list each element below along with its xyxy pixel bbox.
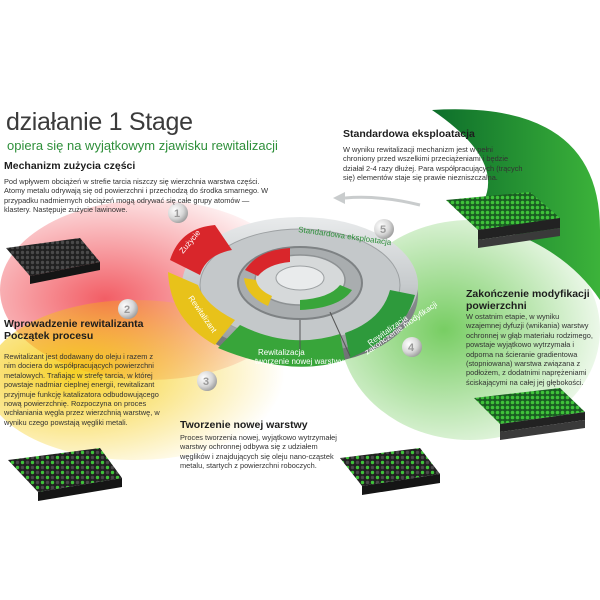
segment-green-right <box>345 290 415 358</box>
section-1-text: Pod wpływem obciążeń w strefie tarcia ni… <box>4 177 269 215</box>
section-4-heading: Zakończenie modyfikacji powierzchni <box>466 288 590 312</box>
step-ball-5: 5 <box>374 219 394 239</box>
step-ball-4: 4 <box>402 337 422 357</box>
page-title: działanie 1 Stage <box>6 108 193 136</box>
grey-return-arrow <box>344 195 421 207</box>
section-2-text: Rewitalizant jest dodawany do oleju i ra… <box>4 352 160 427</box>
surface-sample-worn <box>6 238 100 284</box>
page-subtitle: opiera się na wyjątkowym zjawisku rewita… <box>7 138 278 153</box>
surface-sample-revitalizant <box>8 448 122 501</box>
segment-green-bottom <box>218 325 345 367</box>
section-3-text: Proces tworzenia nowej, wyjątkowo wytrzy… <box>180 433 337 471</box>
surface-sample-new-layer <box>340 448 440 495</box>
segment-yellow <box>168 272 235 345</box>
svg-text:2: 2 <box>124 304 130 316</box>
segment-red <box>170 225 232 275</box>
ring-label-rewitalizacja-sub: tworzenie nowej warstwy <box>255 357 343 366</box>
step-ball-2: 2 <box>118 299 138 319</box>
svg-text:4: 4 <box>408 342 415 354</box>
section-1-heading: Mechanizm zużycia części <box>4 160 136 172</box>
section-3-heading: Tworzenie nowej warstwy <box>180 419 308 431</box>
inner-yellow-arc <box>244 278 272 306</box>
section-2-heading: Wprowadzenie rewitalizanta Początek proc… <box>4 318 144 342</box>
inner-red-arc <box>245 248 290 276</box>
step-ball-1: 1 <box>168 203 188 223</box>
step-ball-3: 3 <box>197 371 217 391</box>
ring-label-rewitalizacja: Rewitalizacja <box>258 348 305 357</box>
svg-text:3: 3 <box>203 376 209 388</box>
section-5-heading: Standardowa eksploatacja <box>343 128 475 140</box>
inner-green-arc <box>300 285 352 310</box>
surface-sample-modified <box>474 388 585 440</box>
svg-text:5: 5 <box>380 224 386 236</box>
section-4-text: W ostatnim etapie, w wyniku wzajemnej dy… <box>466 312 593 387</box>
section-5-text: W wyniku rewitalizacji mechanizm jest w … <box>343 145 523 183</box>
svg-text:1: 1 <box>174 208 180 220</box>
surface-sample-standard <box>446 192 560 248</box>
